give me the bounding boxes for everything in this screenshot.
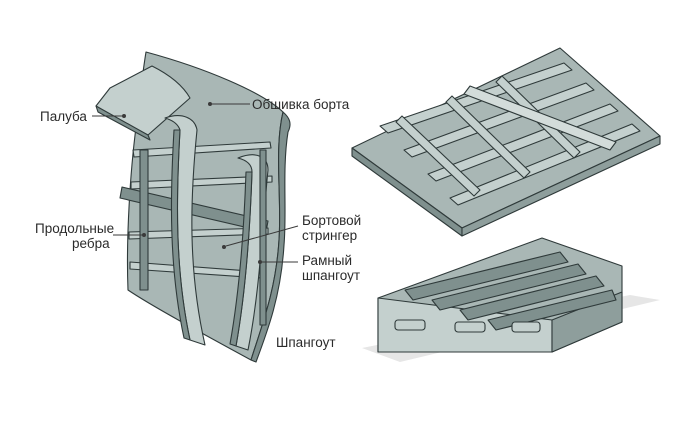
label-longitudinals-line1: Продольные [35,221,115,236]
label-side-shell: Обшивка борта [252,97,350,112]
label-side-stringer-line2: стрингер [302,228,358,243]
label-side-stringer-line1: Бортовой [302,213,362,228]
label-frame: Шпангоут [276,335,336,350]
label-deck: Палуба [40,109,87,124]
deck-grillage [351,47,661,237]
double-bottom [362,237,660,362]
label-web-frame-line2: шпангоут [302,268,361,283]
label-longitudinals-line2: ребра [72,236,110,251]
leader-lines [92,102,299,264]
side-shell-assembly [95,51,291,363]
longitudinal-ribs [119,141,273,279]
label-web-frame-line1: Рамный [302,253,353,268]
